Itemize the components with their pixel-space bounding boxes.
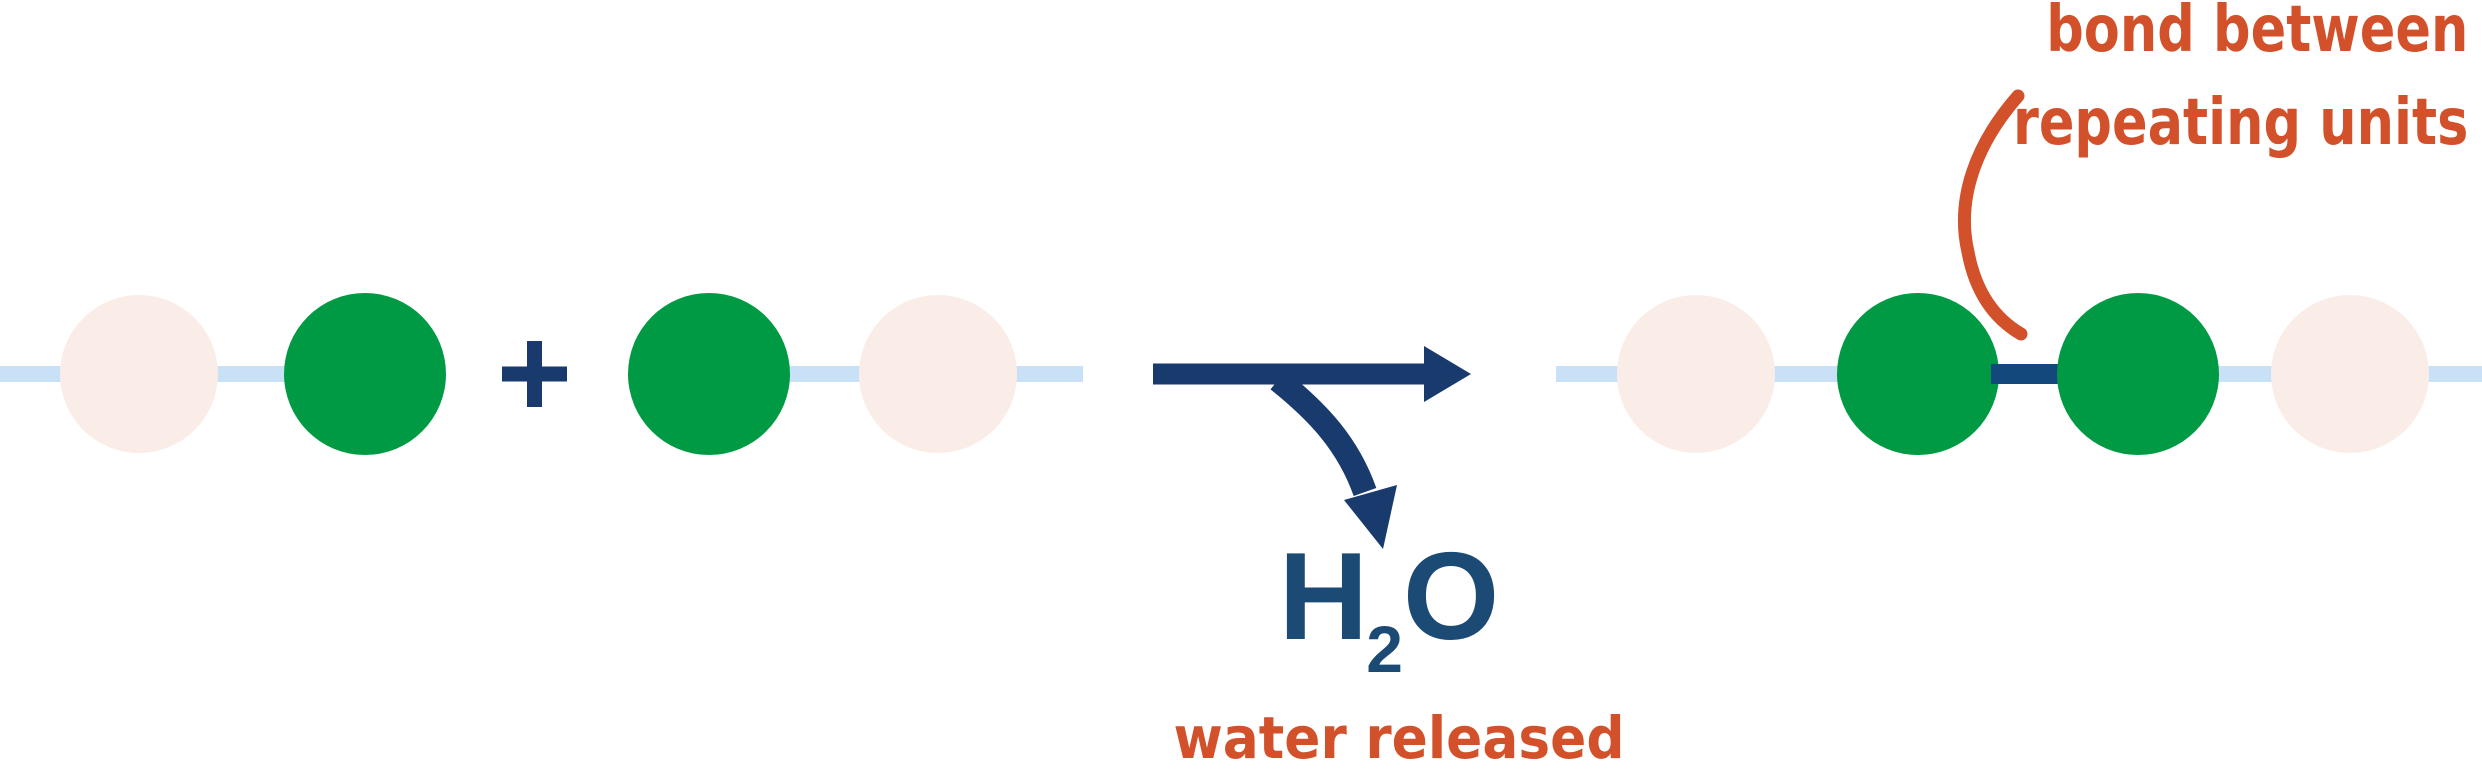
green-unit-circle (628, 293, 790, 455)
pink-unit-circle (2271, 295, 2429, 453)
bond-label: bond between repeating units (2013, 0, 2468, 170)
formula-h: H (1278, 528, 1369, 666)
pink-unit-circle (859, 295, 1017, 453)
formula-o: O (1402, 528, 1499, 666)
bond-label-line2: repeating units (2012, 85, 2468, 160)
water-release-arrow-head (1344, 485, 1397, 549)
bond-label-line1: bond between (2045, 0, 2468, 67)
formula-subscript-2: 2 (1366, 612, 1403, 686)
bond-annotation-curve (1957, 89, 2028, 341)
water-release-arrow-curve (1270, 370, 1377, 497)
repeating-unit-bond (1991, 364, 2062, 384)
pink-unit-circle (60, 295, 218, 453)
water-released-caption: water released (1173, 704, 1625, 772)
green-unit-circle (284, 293, 446, 455)
green-unit-circle (2057, 293, 2219, 455)
reaction-arrow-head (1424, 346, 1471, 402)
plus-icon (502, 341, 567, 407)
water-formula: H2O (1279, 535, 1500, 682)
pink-unit-circle (1617, 295, 1775, 453)
water-release-arrow (1270, 370, 1397, 549)
green-unit-circle (1837, 293, 1999, 455)
